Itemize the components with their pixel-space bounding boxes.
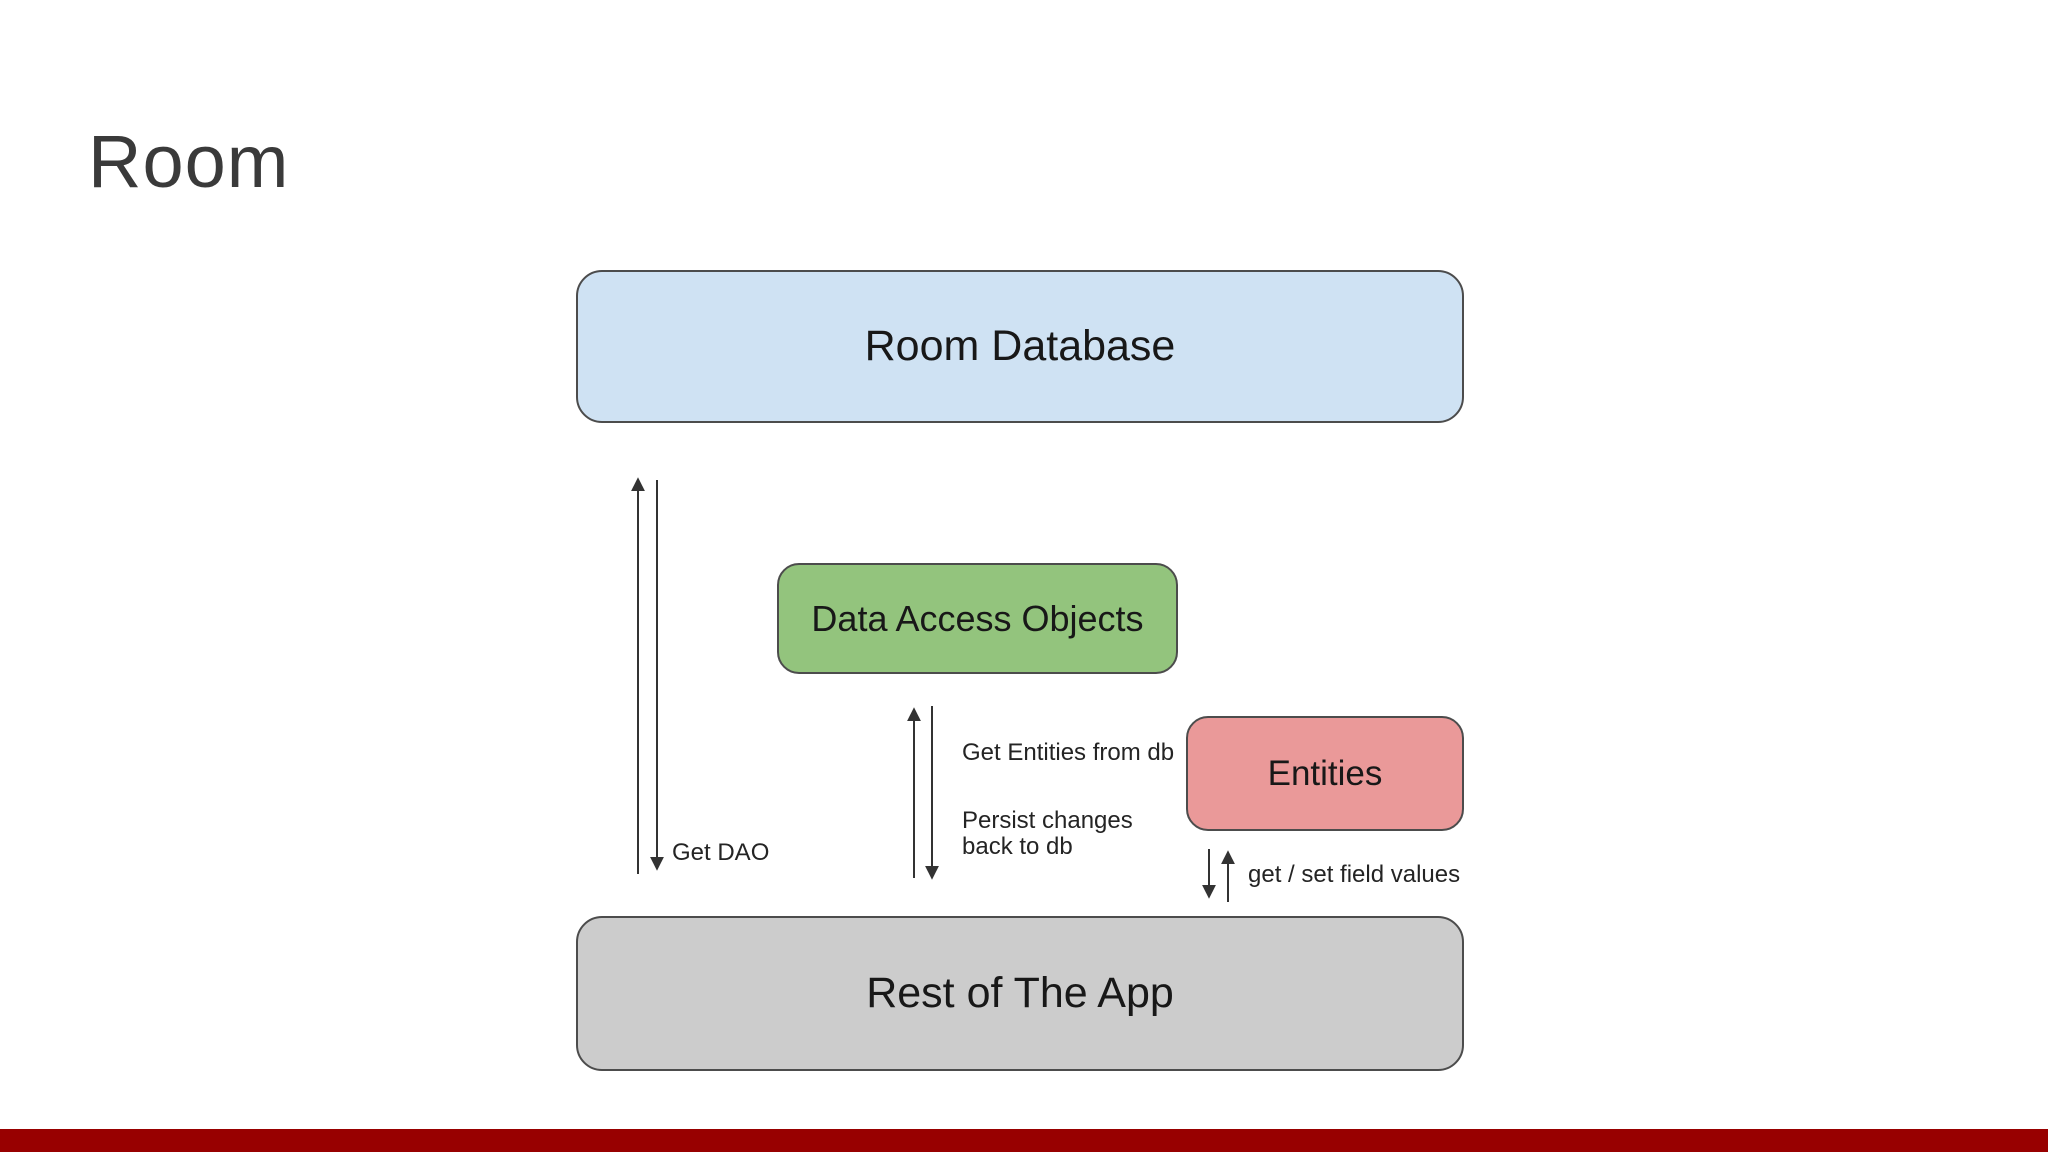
edge-label-get-entities-from-db: Get Entities from db: [962, 739, 1175, 766]
edge-label-get-set-field-values: get / set field values: [1248, 861, 1461, 888]
edge-label-get-dao: Get DAO: [672, 839, 770, 866]
footer-accent-bar: [0, 1129, 2048, 1152]
edge-label-persist-changes-line2: back to db: [962, 833, 1073, 860]
node-room-database: Room Database: [576, 270, 1464, 423]
edge-label-persist-changes: Persist changes back to db: [962, 808, 1133, 860]
node-data-access-objects: Data Access Objects: [777, 563, 1178, 674]
node-rest-of-app: Rest of The App: [576, 916, 1464, 1071]
node-rest-of-app-label: Rest of The App: [866, 969, 1174, 1017]
page-title: Room: [88, 120, 290, 203]
node-room-database-label: Room Database: [864, 322, 1176, 370]
node-entities: Entities: [1186, 716, 1464, 831]
edge-label-persist-changes-line1: Persist changes: [962, 807, 1133, 834]
node-entities-label: Entities: [1267, 753, 1383, 793]
node-data-access-objects-label: Data Access Objects: [811, 597, 1144, 639]
